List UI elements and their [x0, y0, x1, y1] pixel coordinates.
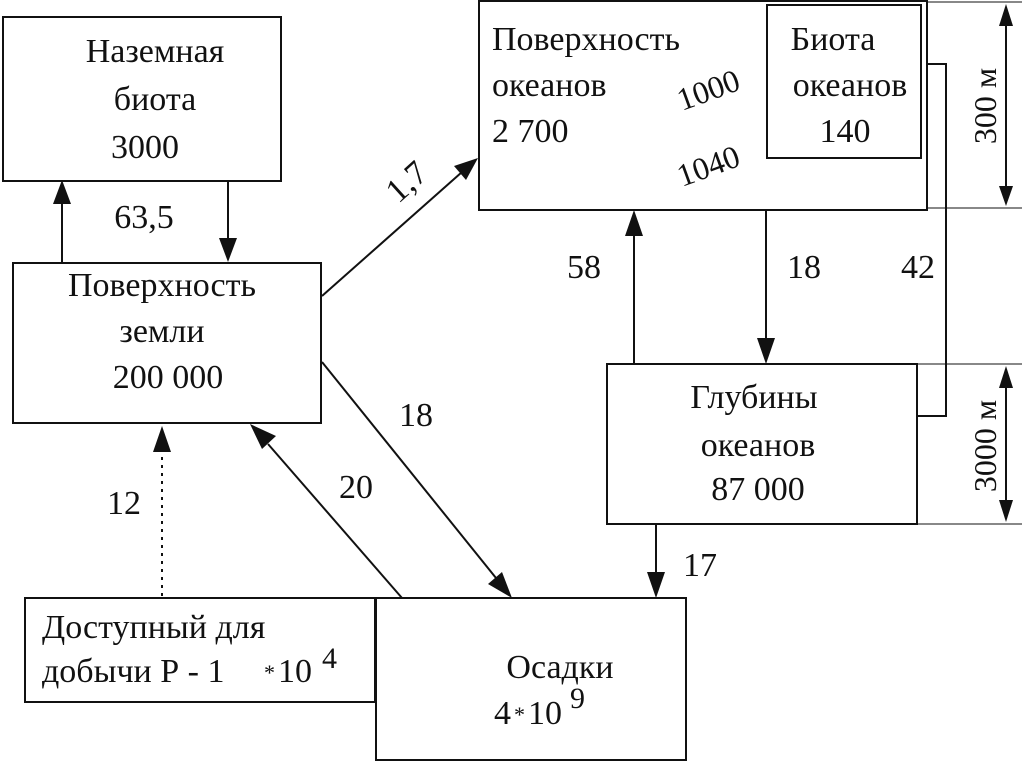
ocean-surface-line2: океанов	[492, 67, 607, 104]
box-minable: Доступный для добычи Р - 1 * 10 4	[24, 597, 376, 703]
depth-label-3000m: 3000 м	[967, 400, 1003, 492]
arrow-land-to-sediments	[321, 361, 497, 579]
sediments-mantissa: 4	[494, 695, 511, 732]
depth-marker-300m	[926, 1, 1022, 209]
ocean-depths-line1: Глубины	[690, 379, 817, 416]
arrow-land-to-ocean	[321, 171, 463, 297]
box-land-surface: Поверхность земли 200 000	[12, 262, 322, 424]
arrowhead-up-icon	[53, 180, 71, 204]
land-surface-line1: Поверхность	[68, 267, 256, 304]
ocean-biota-value: 140	[820, 113, 871, 150]
ocean-surface-line1: Поверхность	[492, 21, 680, 58]
land-biota-line1: Наземная	[86, 33, 225, 70]
arrowhead-down-icon	[757, 338, 775, 364]
land-surface-value: 200 000	[113, 359, 224, 396]
flow-label-depths-to-surface: 58	[567, 249, 601, 286]
arrow-sediments-to-land	[267, 443, 403, 599]
sediments-base: 10	[528, 695, 562, 732]
arrowhead-diagonal-icon	[454, 158, 478, 180]
box-ocean-biota: Биота океанов 140	[766, 4, 922, 159]
ocean-depths-line2: океанов	[701, 427, 816, 464]
depth-marker-3000m	[918, 363, 1022, 525]
arrowhead-up-icon	[153, 426, 171, 452]
depth-label-300m: 300 м	[967, 68, 1003, 144]
box-ocean-depths: Глубины океанов 87 000	[606, 363, 918, 525]
land-biota-line2: биота	[114, 81, 196, 118]
flow-label-land-to-sediments: 18	[399, 397, 433, 434]
arrowhead-down-icon	[219, 238, 237, 262]
minable-base: 10	[278, 653, 312, 690]
flow-label-land-to-biota: 63,5	[114, 199, 174, 236]
flow-label-depths-to-sediments: 17	[683, 547, 717, 584]
minable-line2: добычи Р - 1	[42, 653, 224, 690]
sediments-line1: Осадки	[506, 649, 613, 686]
minable-line1: Доступный для	[42, 609, 266, 646]
minable-exp: 4	[322, 642, 337, 675]
flow-label-minable-to-land: 12	[107, 485, 141, 522]
box-sediments: Осадки 4 * 10 9	[375, 597, 687, 761]
arrowhead-up-icon	[625, 210, 643, 236]
ocean-surface-value: 2 700	[492, 113, 569, 150]
ocean-biota-line2: океанов	[793, 67, 908, 104]
sediments-times: *	[514, 702, 525, 727]
flow-label-biota-to-depths: 42	[901, 249, 935, 286]
minable-times: *	[264, 660, 275, 685]
arrow-biota-to-depths	[916, 63, 947, 417]
flow-label-sediments-to-land: 20	[339, 469, 373, 506]
ocean-depths-value: 87 000	[711, 471, 805, 508]
flow-label-surface-to-depths: 18	[787, 249, 821, 286]
arrowhead-down-icon	[647, 572, 665, 598]
arrowhead-diagonal-icon	[488, 572, 512, 598]
box-land-biota: Наземная биота 3000	[2, 16, 282, 182]
land-surface-line2: земли	[119, 313, 204, 350]
land-biota-value: 3000	[111, 129, 179, 166]
ocean-biota-line1: Биота	[791, 21, 876, 58]
flow-label-land-to-ocean: 1,7	[379, 154, 435, 210]
sediments-exp: 9	[570, 682, 585, 715]
arrowhead-diagonal-icon	[250, 424, 276, 449]
